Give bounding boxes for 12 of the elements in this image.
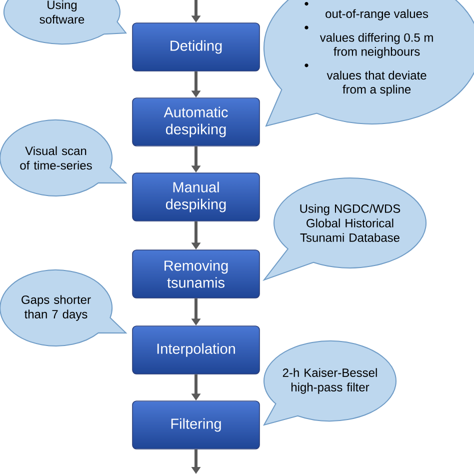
process-box: Detiding (132, 22, 260, 72)
process-box: Removing tsunamis (132, 250, 260, 298)
process-box: Automatic despiking (132, 98, 260, 146)
speech-bubble: Visual scan of time-series (0, 119, 126, 196)
speech-bubble: Using NGDC/WDS Global Historical Tsunami Database (264, 177, 426, 280)
process-box: Filtering (132, 400, 260, 450)
speech-bubble: Using software (3, 0, 126, 45)
speech-bubble: Gaps shorter than 7 days (0, 269, 126, 346)
process-box: Interpolation (132, 326, 260, 374)
speech-bubble: 2-h Kaiser-Bessel high-pass filter (264, 340, 396, 426)
speech-bubble: out-of-range values values differing 0.5 m from neighbours values that deviate from a spline (263, 0, 474, 126)
process-box: Manual despiking (132, 172, 260, 222)
